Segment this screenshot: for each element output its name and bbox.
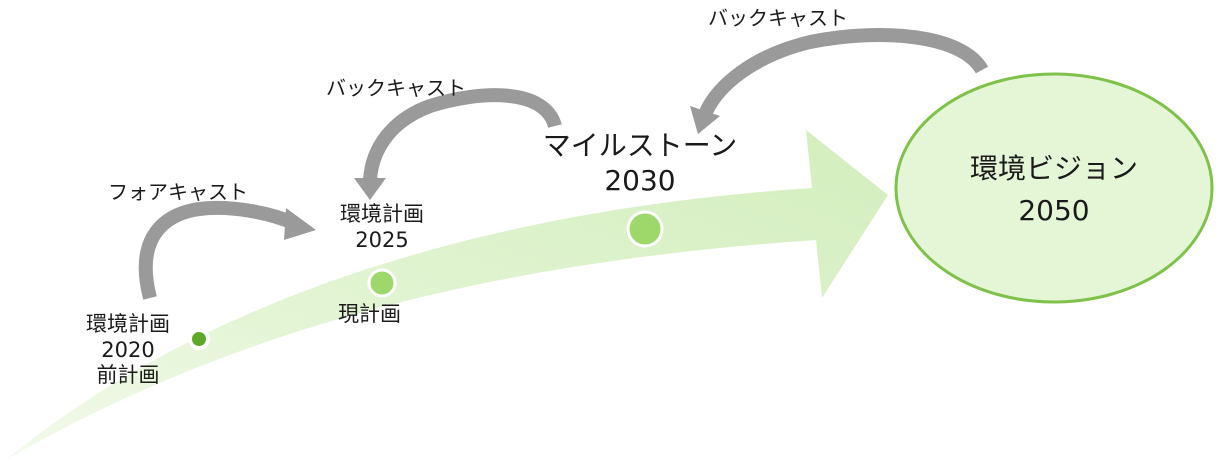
milestone-2025-note: 現計画 (338, 302, 401, 326)
forecast-label: フォアキャスト (108, 180, 248, 204)
milestone-2030-title: マイルストーン (542, 129, 738, 162)
forecast-curved-arrow (138, 200, 316, 300)
vision-title: 環境ビジョン (969, 152, 1138, 185)
backcast-2030-arrowhead (690, 106, 720, 134)
backcast-2030-label: バックキャスト (708, 6, 848, 30)
marker-2025 (367, 268, 397, 298)
vision-label: 環境ビジョン 2050 (944, 148, 1164, 232)
backcast-2025-arrowhead (354, 178, 386, 200)
backcast-2030-curved-arrow (690, 28, 989, 134)
milestone-2020-title: 環境計画 (86, 312, 170, 336)
milestone-2025-label: 環境計画 2025 (322, 202, 442, 253)
milestone-2020-note: 前計画 (96, 363, 160, 388)
forecast-arrowhead (284, 208, 316, 240)
milestone-2020-label: 環境計画 2020 前計画 (68, 312, 188, 389)
marker-2030 (626, 210, 664, 248)
backcast-2025-curved-arrow (354, 88, 562, 200)
vision-ellipse (894, 72, 1214, 304)
vision-year: 2050 (1018, 194, 1090, 227)
backcast-2025-label: バックキャスト (326, 76, 466, 100)
milestone-2030-year: 2030 (604, 164, 676, 197)
milestone-2020-year: 2020 (101, 337, 155, 362)
main-progress-arrow (6, 130, 888, 460)
milestone-2025-year: 2025 (355, 227, 409, 252)
milestone-2025-title: 環境計画 (340, 202, 424, 226)
milestone-2030-label: マイルストーン 2030 (535, 128, 745, 198)
marker-2020 (188, 328, 210, 350)
